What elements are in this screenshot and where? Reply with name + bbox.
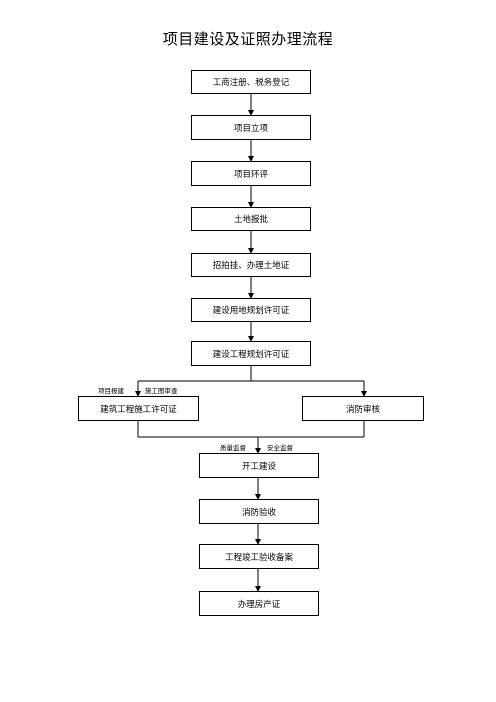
label-quality-supervision: 质量监督 <box>220 444 246 452</box>
step-engineering-planning-permit: 建设工程规划许可证 <box>191 341 311 366</box>
step-fire-acceptance: 消防验收 <box>199 499 319 524</box>
label-safety-supervision: 安全监督 <box>267 444 293 452</box>
step-environmental-assessment: 项目环评 <box>191 161 311 186</box>
step-completion-filing: 工程竣工验收备案 <box>199 544 319 569</box>
step-land-certificate: 招拍挂、办理土地证 <box>191 253 311 277</box>
label-project-report: 项目报建 <box>98 387 124 395</box>
step-fire-review: 消防审核 <box>302 396 424 421</box>
step-land-planning-permit: 建设用地规划许可证 <box>191 298 311 322</box>
step-project-approval: 项目立项 <box>191 115 311 140</box>
page-title: 项目建设及证照办理流程 <box>162 30 334 48</box>
step-start-construction: 开工建设 <box>199 453 319 478</box>
step-land-approval: 土地报批 <box>191 207 311 231</box>
label-drawing-review: 施工图审查 <box>145 387 178 395</box>
step-construction-permit: 建筑工程施工许可证 <box>78 396 199 421</box>
step-property-certificate: 办理房产证 <box>199 591 319 616</box>
step-business-registration: 工商注册、税务登记 <box>191 70 311 94</box>
